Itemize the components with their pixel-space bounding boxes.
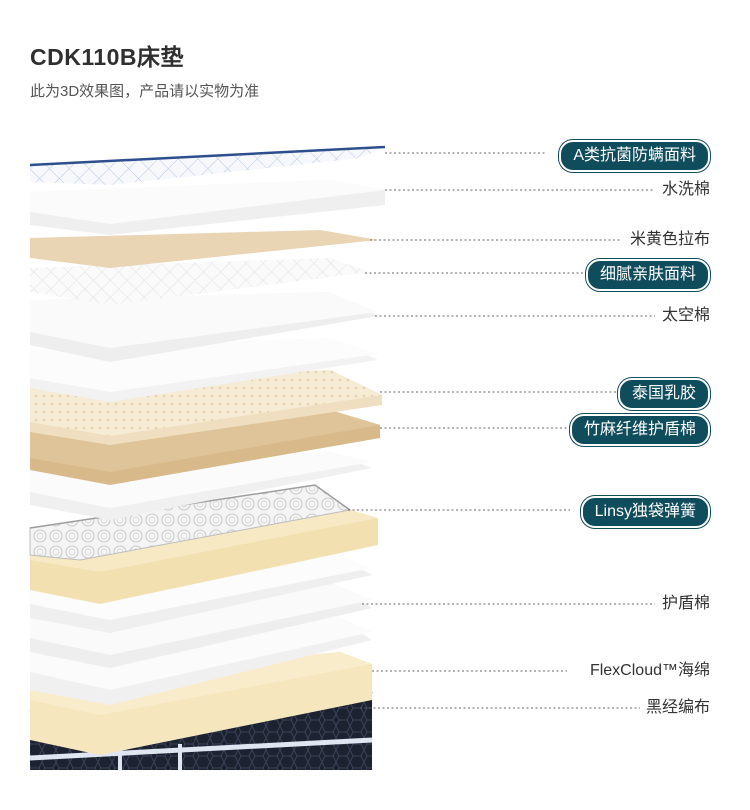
label-bamboo-fiber: 竹麻纤维护盾棉 bbox=[570, 414, 710, 446]
label-pocket-springs: Linsy独袋弹簧 bbox=[581, 496, 710, 528]
label-shield-cotton: 护盾棉 bbox=[659, 590, 710, 618]
label-fine-skin-fabric: 细腻亲肤面料 bbox=[586, 259, 710, 291]
label-thai-latex: 泰国乳胶 bbox=[618, 378, 710, 410]
layer-washed-cotton bbox=[30, 180, 385, 235]
label-washed-cotton: 水洗棉 bbox=[659, 176, 710, 204]
layer-antibacterial-fabric bbox=[30, 147, 385, 185]
label-antibacterial-fabric: A类抗菌防螨面料 bbox=[559, 140, 710, 172]
label-black-knit-fabric: 黑经编布 bbox=[643, 694, 710, 722]
label-beige-cloth: 米黄色拉布 bbox=[627, 226, 710, 254]
label-space-cotton: 太空棉 bbox=[659, 302, 710, 330]
label-flexcloud-sponge: FlexCloud™海绵 bbox=[587, 657, 710, 685]
